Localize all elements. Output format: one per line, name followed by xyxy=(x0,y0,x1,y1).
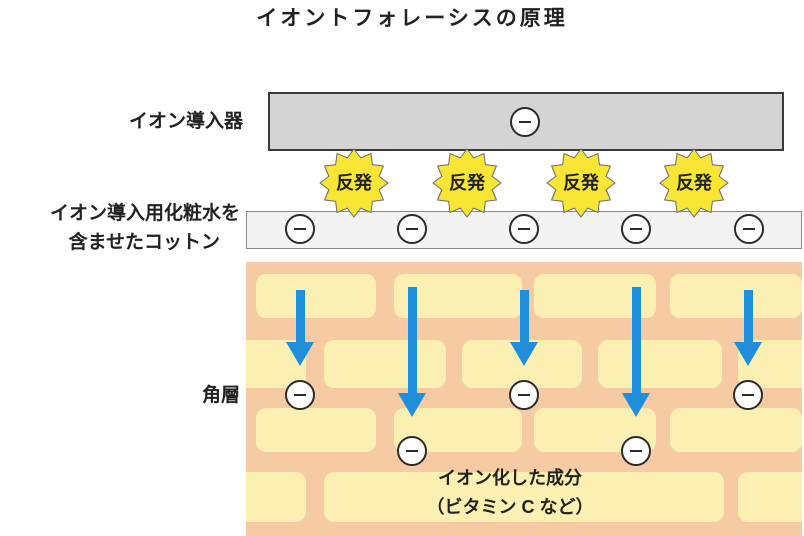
label-device: イオン導入器 xyxy=(128,111,243,132)
ionized-caption: イオン化した成分 （ビタミン C など） xyxy=(380,464,640,522)
starburst-icon xyxy=(319,148,389,218)
repel-burst: 反発 xyxy=(319,148,389,218)
ionized-caption-line1: イオン化した成分 xyxy=(438,468,582,488)
brick xyxy=(598,340,722,388)
brick xyxy=(324,340,446,388)
repel-burst: 反発 xyxy=(659,148,729,218)
label-cotton-line1: イオン導入用化粧水を xyxy=(49,203,240,224)
brick xyxy=(324,472,724,522)
minus-ion-icon xyxy=(397,214,427,244)
minus-ion-icon xyxy=(509,380,539,410)
label-stratum: 角層 xyxy=(201,385,240,406)
ionized-caption-line2: （ビタミン C など） xyxy=(426,497,594,517)
starburst-icon xyxy=(432,148,502,218)
starburst-icon xyxy=(546,148,616,218)
minus-ion-icon xyxy=(509,214,539,244)
minus-ion-icon xyxy=(397,436,427,466)
repel-label: 反発 xyxy=(676,173,712,193)
minus-ion-icon xyxy=(285,214,315,244)
minus-ion-icon xyxy=(621,214,651,244)
brick xyxy=(670,408,802,452)
brick xyxy=(246,472,306,522)
label-cotton-line2: 含ませたコットン xyxy=(68,232,220,253)
brick xyxy=(738,472,802,522)
minus-ion-icon xyxy=(733,380,763,410)
starburst-icon xyxy=(659,148,729,218)
brick xyxy=(256,408,376,452)
brick xyxy=(670,274,802,318)
minus-ion-icon xyxy=(285,380,315,410)
brick xyxy=(256,274,376,318)
repel-burst: 反発 xyxy=(546,148,616,218)
repel-label: 反発 xyxy=(449,173,485,193)
repel-label: 反発 xyxy=(336,173,372,193)
minus-ion-icon xyxy=(621,436,651,466)
diagram-title: イオントフォレーシスの原理 xyxy=(256,7,568,30)
minus-ion-icon xyxy=(734,214,764,244)
repel-burst: 反発 xyxy=(432,148,502,218)
minus-ion-icon xyxy=(510,107,540,137)
repel-label: 反発 xyxy=(563,173,599,193)
